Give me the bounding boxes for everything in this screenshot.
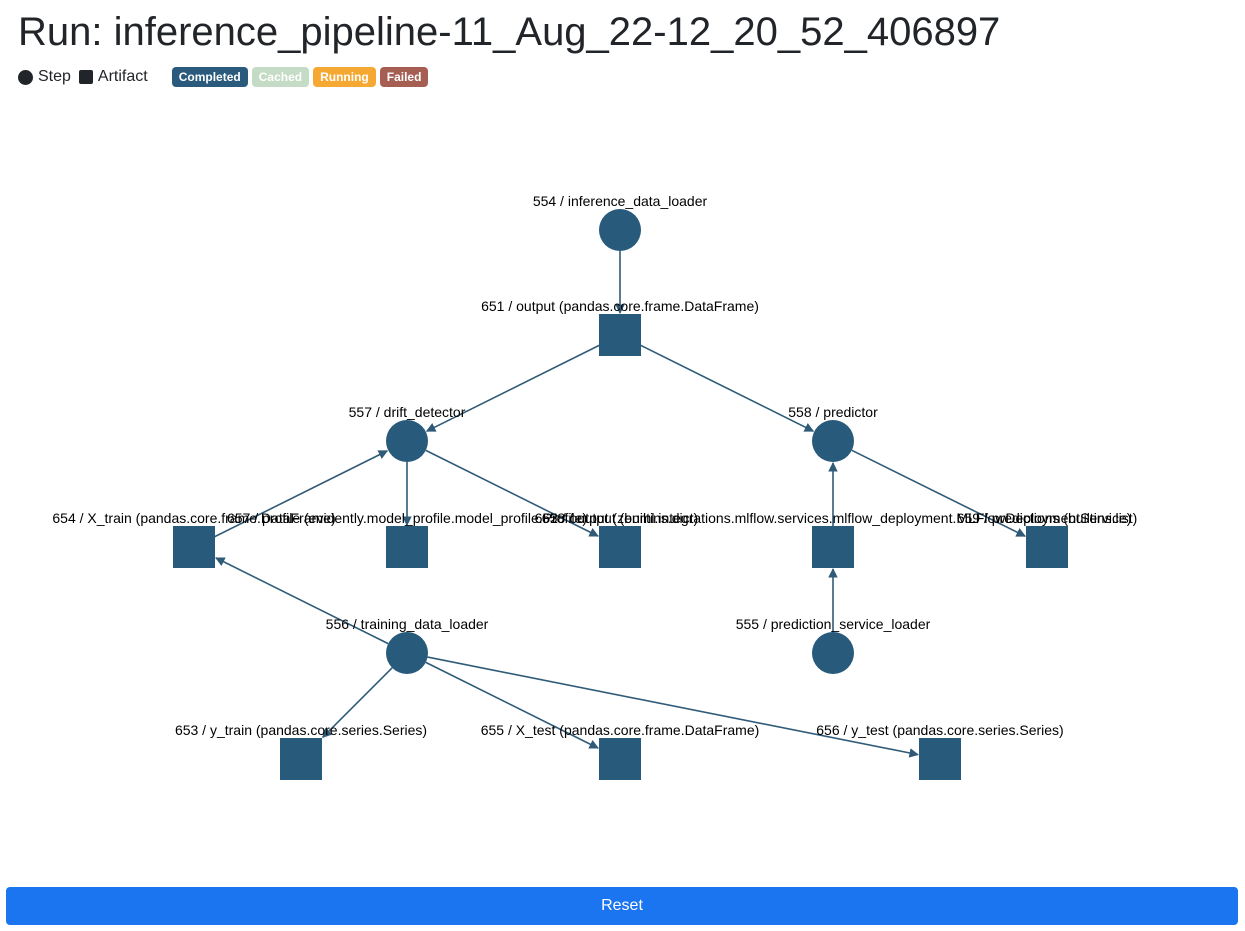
status-badge-completed: Completed bbox=[171, 67, 248, 87]
edge-558-659 bbox=[851, 449, 1026, 537]
square-icon bbox=[78, 70, 93, 84]
edge-556-656 bbox=[427, 656, 919, 758]
legend-step-label: Step bbox=[38, 68, 71, 85]
step-node-558[interactable] bbox=[812, 420, 854, 462]
page-title: Run: inference_pipeline-11_Aug_22-12_20_… bbox=[18, 10, 1001, 54]
node-label-558: 558 / predictor bbox=[788, 404, 878, 420]
legend: Step Artifact Completed Cached Running F… bbox=[18, 66, 432, 88]
edge-654-557 bbox=[193, 450, 389, 548]
artifact-node-651[interactable] bbox=[599, 314, 641, 356]
reset-button[interactable]: Reset bbox=[6, 887, 1238, 925]
node-label-554: 554 / inference_data_loader bbox=[533, 193, 708, 209]
step-node-555[interactable] bbox=[812, 632, 854, 674]
node-label-654: 654 / X_train (pandas.core.frame.DataFra… bbox=[52, 510, 335, 526]
labels-layer: 554 / inference_data_loader 651 / output … bbox=[52, 193, 1137, 738]
artifact-node-655[interactable] bbox=[599, 738, 641, 780]
legend-step: Step bbox=[18, 68, 71, 86]
node-label-658: 658 / output (builtins.dict) bbox=[542, 510, 698, 526]
node-label-652: 652 / output (zenml.integrations.mlflow.… bbox=[535, 510, 1132, 526]
legend-artifact-label: Artifact bbox=[97, 68, 148, 85]
edge-556-653 bbox=[322, 667, 393, 738]
edge-556-655 bbox=[425, 661, 599, 749]
node-label-655: 655 / X_test (pandas.core.frame.DataFram… bbox=[481, 722, 760, 738]
edge-651-558 bbox=[619, 334, 815, 432]
artifact-node-653[interactable] bbox=[280, 738, 322, 780]
artifact-node-654[interactable] bbox=[173, 526, 215, 568]
circle-icon bbox=[18, 69, 33, 85]
status-badge-running: Running bbox=[313, 67, 376, 87]
status-badge-failed: Failed bbox=[379, 67, 429, 87]
node-label-653: 653 / y_train (pandas.core.series.Series… bbox=[175, 722, 427, 738]
edge-556-654 bbox=[215, 557, 389, 645]
status-badge-cached: Cached bbox=[251, 67, 310, 87]
node-label-556: 556 / training_data_loader bbox=[326, 616, 489, 632]
node-label-651: 651 / output (pandas.core.frame.DataFram… bbox=[481, 298, 759, 314]
legend-artifact: Artifact bbox=[78, 68, 148, 86]
node-label-555: 555 / prediction_service_loader bbox=[736, 616, 931, 632]
step-node-556[interactable] bbox=[386, 632, 428, 674]
edges-layer bbox=[193, 251, 1026, 758]
edge-651-557 bbox=[425, 334, 621, 432]
node-label-659: 659 / predictions (builtins.list) bbox=[957, 510, 1138, 526]
edge-557-658 bbox=[425, 449, 599, 537]
node-label-657: 657 / profile (evidently.model_profile.m… bbox=[227, 510, 587, 526]
node-label-557: 557 / drift_detector bbox=[349, 404, 466, 420]
artifact-node-657[interactable] bbox=[386, 526, 428, 568]
status-badges: Completed Cached Running Failed bbox=[171, 67, 433, 87]
step-node-557[interactable] bbox=[386, 420, 428, 462]
nodes-layer bbox=[173, 209, 1068, 780]
pipeline-graph: 554 / inference_data_loader 651 / output … bbox=[52, 193, 1137, 780]
artifact-node-656[interactable] bbox=[919, 738, 961, 780]
artifact-node-659[interactable] bbox=[1026, 526, 1068, 568]
artifact-node-658[interactable] bbox=[599, 526, 641, 568]
step-node-554[interactable] bbox=[599, 209, 641, 251]
node-label-656: 656 / y_test (pandas.core.series.Series) bbox=[816, 722, 1063, 738]
artifact-node-652[interactable] bbox=[812, 526, 854, 568]
